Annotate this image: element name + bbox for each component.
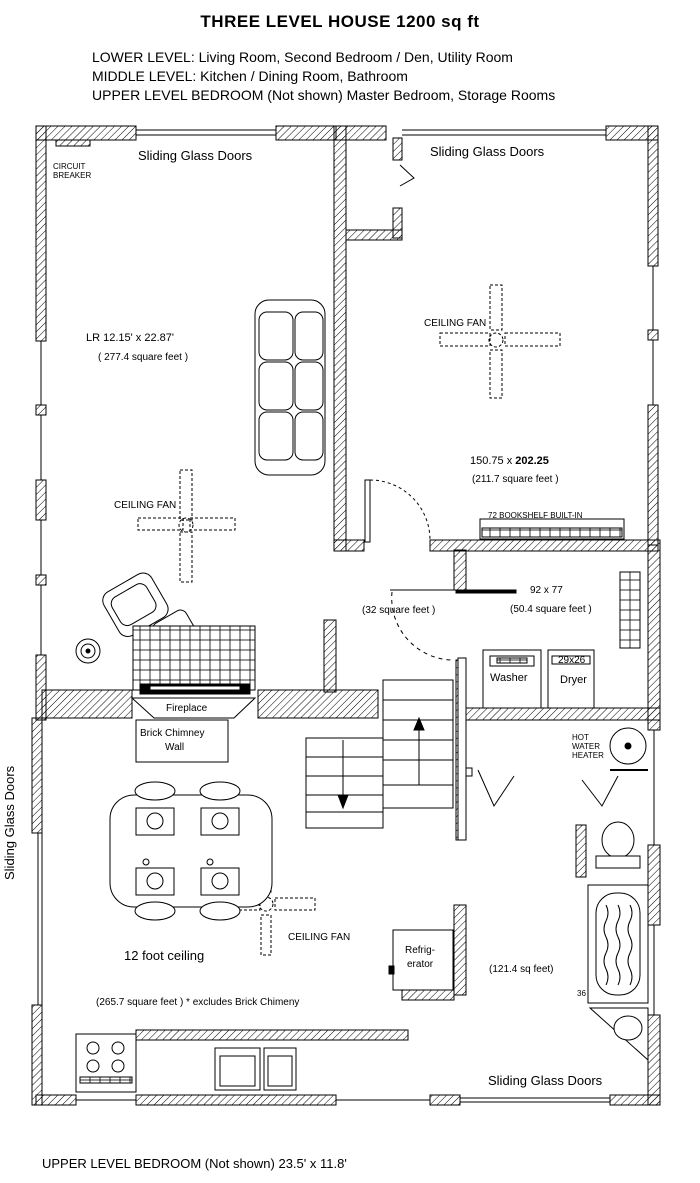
water-heater [609, 727, 648, 771]
dining-table [109, 781, 273, 921]
ceiling-fan-label-lr: CEILING FAN [114, 500, 177, 511]
sliding-glass-doors [37, 129, 655, 1103]
bookshelf-label: 72 BOOKSHELF BUILT-IN [488, 511, 583, 520]
sliding-doors-label-bath: Sliding Glass Doors [488, 1073, 603, 1088]
stairs [305, 657, 473, 841]
ceiling-fan-bed [439, 284, 561, 399]
bathtub [587, 884, 649, 1004]
shelf-rack [619, 571, 641, 649]
chimney-label-2: Wall [165, 742, 185, 753]
sofa [254, 299, 326, 476]
sliding-doors-label-left: Sliding Glass Doors [2, 765, 17, 880]
lower-level-description: LOWER LEVEL: Living Room, Second Bedroom… [92, 49, 513, 65]
fireplace-hearth [130, 625, 257, 719]
upper-level-description: UPPER LEVEL BEDROOM (Not shown) Master B… [92, 87, 556, 103]
middle-level-description: MIDDLE LEVEL: Kitchen / Dining Room, Bat… [92, 68, 408, 84]
refrigerator-label-2: erator [407, 959, 434, 970]
living-room-area: ( 277.4 square feet ) [98, 352, 189, 363]
living-room-dimensions: LR 12.15' x 22.87' [86, 332, 174, 344]
water-heater-label-2: WATER [572, 742, 600, 751]
dryer-label: Dryer [560, 674, 587, 686]
refrigerator-label-1: Refrig- [405, 945, 436, 956]
ceiling-fan-label-kitchen: CEILING FAN [288, 932, 351, 943]
bedroom-dimensions: 150.75 x 202.25 [470, 455, 549, 467]
bath-sink [588, 1007, 649, 1062]
footer-note: UPPER LEVEL BEDROOM (Not shown) 23.5' x … [42, 1156, 347, 1171]
ceiling-fan-label-bedroom: CEILING FAN [424, 318, 487, 329]
sliding-doors-label-lr: Sliding Glass Doors [138, 148, 253, 163]
circuit-breaker-label-2: BREAKER [53, 171, 92, 180]
kitchen-area: (265.7 square feet ) * excludes Brick Ch… [96, 997, 300, 1008]
sliding-doors-label-bedroom: Sliding Glass Doors [430, 144, 545, 159]
bathroom-area: (121.4 sq feet) [489, 964, 554, 975]
ceiling-fan-lr [137, 469, 236, 583]
circuit-breaker-label-1: CIRCUIT [53, 162, 86, 171]
washer-label: Washer [490, 672, 528, 684]
plan-title: THREE LEVEL HOUSE 1200 sq ft [200, 12, 480, 31]
bookshelf [479, 518, 625, 540]
bathtub-width: 36 [577, 989, 586, 998]
toilet [595, 821, 641, 869]
utility-area: (50.4 square feet ) [510, 604, 592, 615]
floor-lamp [75, 638, 101, 664]
bedroom-dimensions-length: 202.25 [515, 455, 549, 467]
stove [75, 1033, 137, 1093]
bedroom-dimensions-width: 150.75 x [470, 455, 516, 467]
water-heater-label-1: HOT [572, 733, 589, 742]
doors [364, 164, 619, 808]
dryer-dimensions: 29x26 [558, 655, 586, 666]
utility-dimensions: 92 x 77 [530, 585, 563, 596]
ceiling-height-label: 12 foot ceiling [124, 948, 205, 963]
kitchen-sink [214, 1047, 297, 1091]
water-heater-label-3: HEATER [572, 751, 604, 760]
bedroom-area: (211.7 square feet ) [472, 474, 559, 485]
brick-chimney [135, 719, 229, 763]
refrigerator [388, 929, 454, 991]
hall-area: (32 square feet ) [362, 605, 436, 616]
chimney-label-1: Brick Chimney [140, 728, 205, 739]
circuit-breaker [55, 139, 91, 147]
washer-dryer [482, 649, 595, 709]
fireplace-label: Fireplace [166, 703, 208, 714]
